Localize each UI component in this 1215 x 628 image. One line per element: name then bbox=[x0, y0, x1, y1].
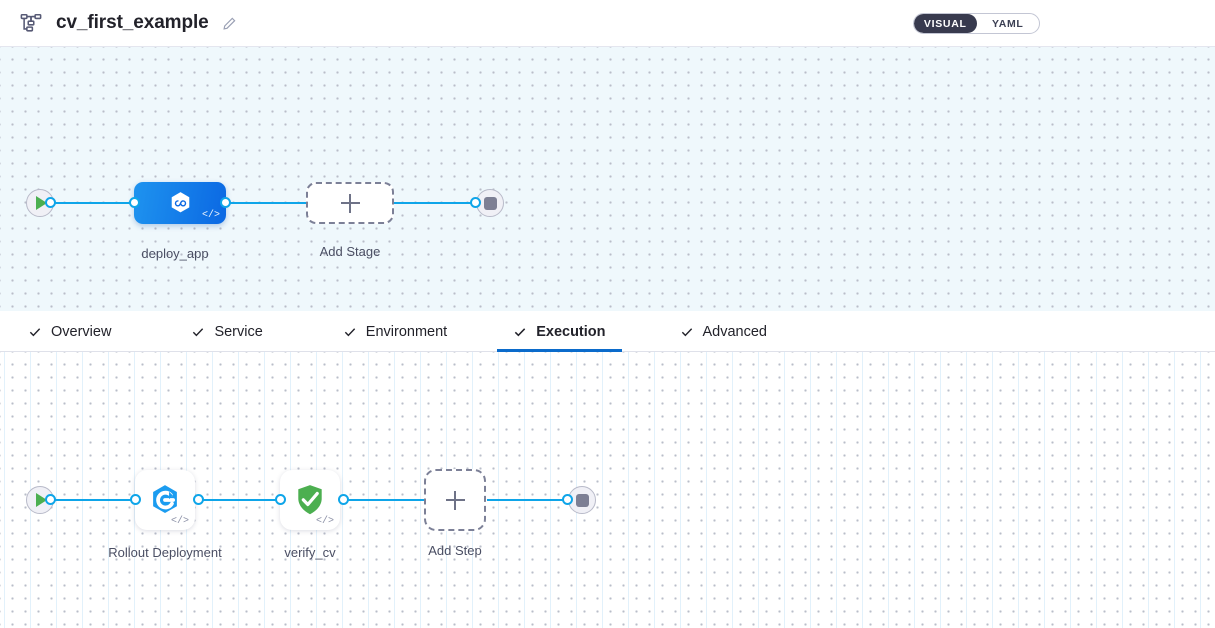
pipeline-nodes-icon bbox=[20, 13, 42, 32]
stop-icon bbox=[483, 196, 497, 210]
edge-start-to-rollout bbox=[48, 499, 140, 501]
step-rollout-out-port[interactable] bbox=[193, 494, 204, 505]
add-stage-label: Add Stage bbox=[319, 244, 381, 259]
tab-advanced[interactable]: Advanced bbox=[664, 312, 784, 352]
step-verify-in-port[interactable] bbox=[275, 494, 286, 505]
tab-label-execution: Execution bbox=[536, 324, 606, 340]
stage-deploy-in-port[interactable] bbox=[129, 197, 140, 208]
tab-environment[interactable]: Environment bbox=[327, 312, 463, 352]
harness-hexagon-icon bbox=[171, 191, 189, 212]
step-start-port[interactable] bbox=[45, 494, 56, 505]
step-canvas[interactable]: </> Rollout Deployment </> verify_cv Add… bbox=[0, 352, 1215, 628]
stage-node-deploy-app[interactable]: </> bbox=[134, 182, 226, 224]
check-icon bbox=[193, 328, 204, 337]
pencil-edit-icon[interactable] bbox=[222, 16, 237, 31]
edge-addstep-to-end bbox=[487, 499, 575, 501]
tab-label-overview: Overview bbox=[51, 324, 112, 340]
plus-icon bbox=[445, 490, 465, 510]
verify-shield-check-icon bbox=[298, 485, 322, 515]
edge-addstage-to-end bbox=[390, 202, 483, 204]
step-rollout-in-port[interactable] bbox=[130, 494, 141, 505]
tab-service[interactable]: Service bbox=[175, 312, 278, 352]
step-label-verify-cv: verify_cv bbox=[284, 545, 336, 560]
tab-label-service: Service bbox=[214, 324, 263, 340]
add-stage-button[interactable] bbox=[306, 182, 394, 224]
check-icon bbox=[29, 328, 41, 337]
step-code-badge-rollout: </> bbox=[170, 516, 189, 527]
stage-end-port[interactable] bbox=[470, 197, 481, 208]
stage-code-badge: </> bbox=[201, 210, 220, 221]
edge-start-to-deploy bbox=[48, 202, 138, 204]
edge-verify-to-addstep bbox=[340, 499, 425, 501]
play-icon bbox=[36, 196, 47, 210]
toggle-option-visual[interactable]: VISUAL bbox=[914, 14, 977, 33]
step-start-node[interactable] bbox=[26, 486, 54, 514]
app-header: cv_first_example VISUAL YAML bbox=[0, 0, 1215, 47]
stage-start-node[interactable] bbox=[26, 189, 54, 217]
stage-canvas[interactable]: </> deploy_app Add Stage bbox=[0, 47, 1215, 311]
play-icon bbox=[36, 493, 47, 507]
check-icon bbox=[344, 328, 355, 337]
page-title: cv_first_example bbox=[56, 12, 209, 33]
stage-label-deploy-app: deploy_app bbox=[141, 246, 209, 261]
stage-start-port[interactable] bbox=[45, 197, 56, 208]
stage-deploy-out-port[interactable] bbox=[220, 197, 231, 208]
edge-rollout-to-verify bbox=[196, 499, 288, 501]
tab-label-advanced: Advanced bbox=[702, 324, 768, 340]
plus-icon bbox=[340, 193, 360, 213]
rollout-deployment-icon bbox=[153, 485, 177, 514]
step-node-verify-cv[interactable]: </> bbox=[280, 470, 340, 530]
add-step-button[interactable] bbox=[424, 469, 486, 531]
toggle-option-yaml[interactable]: YAML bbox=[991, 17, 1024, 30]
stop-icon bbox=[575, 493, 589, 507]
tab-overview[interactable]: Overview bbox=[12, 312, 127, 352]
add-step-label: Add Step bbox=[428, 543, 482, 558]
edge-deploy-to-addstage bbox=[222, 202, 312, 204]
check-icon bbox=[515, 328, 526, 337]
tab-execution[interactable]: Execution bbox=[497, 312, 622, 352]
step-label-rollout-deployment: Rollout Deployment bbox=[108, 545, 222, 560]
step-code-badge-verify: </> bbox=[315, 516, 334, 527]
step-node-rollout-deployment[interactable]: </> bbox=[135, 470, 195, 530]
stage-config-tabs[interactable]: Overview Service Environment Execution A… bbox=[0, 311, 1215, 352]
check-icon bbox=[681, 328, 692, 337]
tab-label-environment: Environment bbox=[365, 324, 448, 340]
step-end-port[interactable] bbox=[562, 494, 573, 505]
step-verify-out-port[interactable] bbox=[338, 494, 349, 505]
view-mode-toggle[interactable]: VISUAL YAML bbox=[913, 13, 1040, 34]
